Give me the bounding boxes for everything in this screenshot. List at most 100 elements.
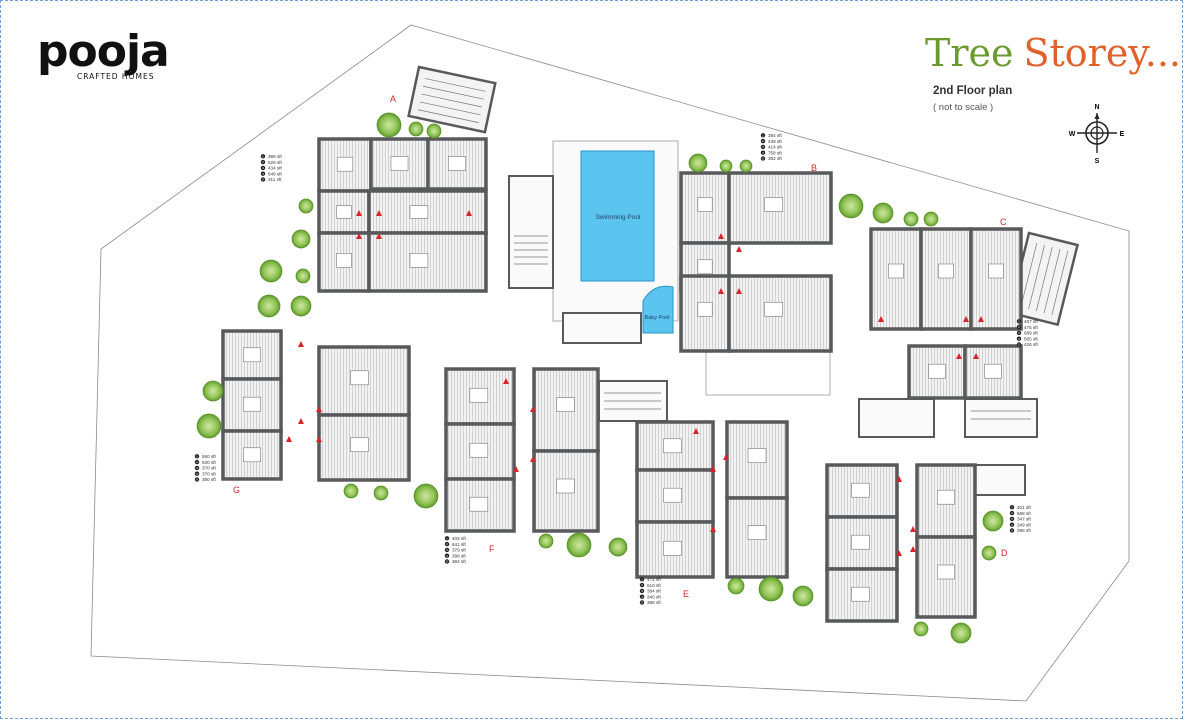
legend-area-value: 758 sft (768, 150, 783, 155)
tree-icon (343, 483, 359, 499)
legend-index: 1 (762, 133, 764, 137)
bed-icon (390, 156, 409, 171)
tree-icon (913, 621, 929, 637)
pooja-logo: pooja CRAFTED HOMES (37, 30, 187, 82)
legend-bullet-icon (194, 465, 200, 471)
bed-icon (988, 263, 1004, 279)
legend-index: 4 (196, 472, 198, 476)
legend-index: 2 (1018, 325, 1020, 329)
legend-bullet-icon (1009, 505, 1015, 510)
tree-icon (290, 295, 312, 317)
legend-index: 5 (262, 178, 264, 182)
legend-bullet-icon (1016, 342, 1022, 347)
door-marker-icon (298, 418, 304, 424)
door-marker-icon (896, 476, 902, 482)
legend-index: 3 (196, 466, 198, 470)
room (963, 344, 1023, 400)
stair-tower-a (407, 65, 497, 134)
room (221, 329, 283, 381)
bed-icon (336, 205, 352, 219)
bed-icon (336, 156, 354, 172)
legend-bullet-icon (639, 600, 645, 605)
bed-icon (556, 478, 575, 494)
tree-icon (295, 268, 311, 284)
legend-area-value: 426 sft (1024, 342, 1039, 347)
logo-tagline: CRAFTED HOMES (77, 72, 155, 81)
legend-area-value: 568 sft (1017, 511, 1032, 516)
tree-icon (739, 159, 753, 173)
legend-area-value: 392 sft (768, 156, 783, 161)
legend-area-value: 401 sft (1017, 505, 1032, 510)
tree-icon (202, 380, 224, 402)
legend-area-value: 649 sft (268, 171, 283, 176)
legend-bullet-icon (260, 177, 266, 182)
bed-icon (697, 301, 713, 317)
bed-icon (747, 448, 767, 463)
door-marker-icon (356, 210, 362, 216)
bed-icon (556, 397, 575, 413)
legend-bullet-icon (1016, 336, 1022, 341)
tree-icon (950, 622, 972, 644)
tree-icon (413, 483, 439, 509)
legend-area-value: 487 sft (1024, 319, 1039, 324)
legend-index: 2 (262, 160, 264, 164)
legend-index: 3 (262, 166, 264, 170)
tree-icon (376, 112, 402, 138)
door-marker-icon (316, 436, 322, 442)
bed-icon (336, 253, 352, 268)
room (367, 231, 488, 293)
legend-area-value: 641 sft (452, 542, 467, 547)
door-marker-icon (978, 316, 984, 322)
legend-index: 4 (1018, 337, 1020, 341)
legend-bullet-icon (639, 588, 645, 594)
legend-bullet-icon (760, 150, 766, 155)
legend-area-value: 414 sft (768, 145, 783, 150)
door-marker-icon (376, 210, 382, 216)
bed-icon (697, 197, 713, 212)
legend-bullet-icon (760, 133, 766, 138)
tree-icon (982, 510, 1004, 532)
bed-icon (243, 396, 262, 412)
legend-area-value: 565 sft (1024, 336, 1039, 341)
door-marker-icon (718, 288, 724, 294)
door-marker-icon (503, 378, 509, 384)
legend-area-value: 402 sft (452, 536, 467, 541)
tree-icon (758, 576, 784, 602)
block-label-g: G (233, 485, 240, 495)
legend-bullet-icon (260, 165, 266, 171)
legend-area-value: 390 sft (202, 477, 217, 482)
compass-n-label: N (1094, 104, 1099, 111)
tree-icon (298, 198, 314, 214)
compass-w-label: W (1069, 131, 1076, 138)
legend-bullet-icon (1009, 528, 1015, 533)
door-marker-icon (963, 316, 969, 322)
legend-area-value: 370 sft (202, 471, 217, 476)
legend-index: 2 (762, 139, 764, 143)
legend-index: 1 (262, 154, 264, 158)
bed-icon (663, 438, 682, 454)
legend-area-value: 474 sft (647, 577, 662, 582)
door-marker-icon (910, 526, 916, 532)
door-marker-icon (710, 526, 716, 532)
room (825, 515, 899, 571)
bed-icon (888, 263, 904, 279)
legend-index: 1 (1018, 319, 1020, 323)
bed-icon (851, 482, 870, 498)
door-marker-icon (286, 436, 292, 442)
door-marker-icon (896, 550, 902, 556)
tree-icon (903, 211, 919, 227)
legend-bullet-icon (260, 154, 266, 159)
legend-bullet-icon (444, 536, 450, 541)
legend-bullet-icon (194, 459, 200, 465)
legend-index: 2 (196, 460, 198, 464)
legend-area-value: 388 sft (647, 600, 662, 605)
legend-index: 5 (196, 478, 198, 482)
door-marker-icon (973, 353, 979, 359)
bed-icon (243, 347, 262, 363)
tree-icon (291, 229, 311, 249)
legend-bullet-icon (639, 594, 645, 599)
bed-icon (409, 253, 429, 268)
